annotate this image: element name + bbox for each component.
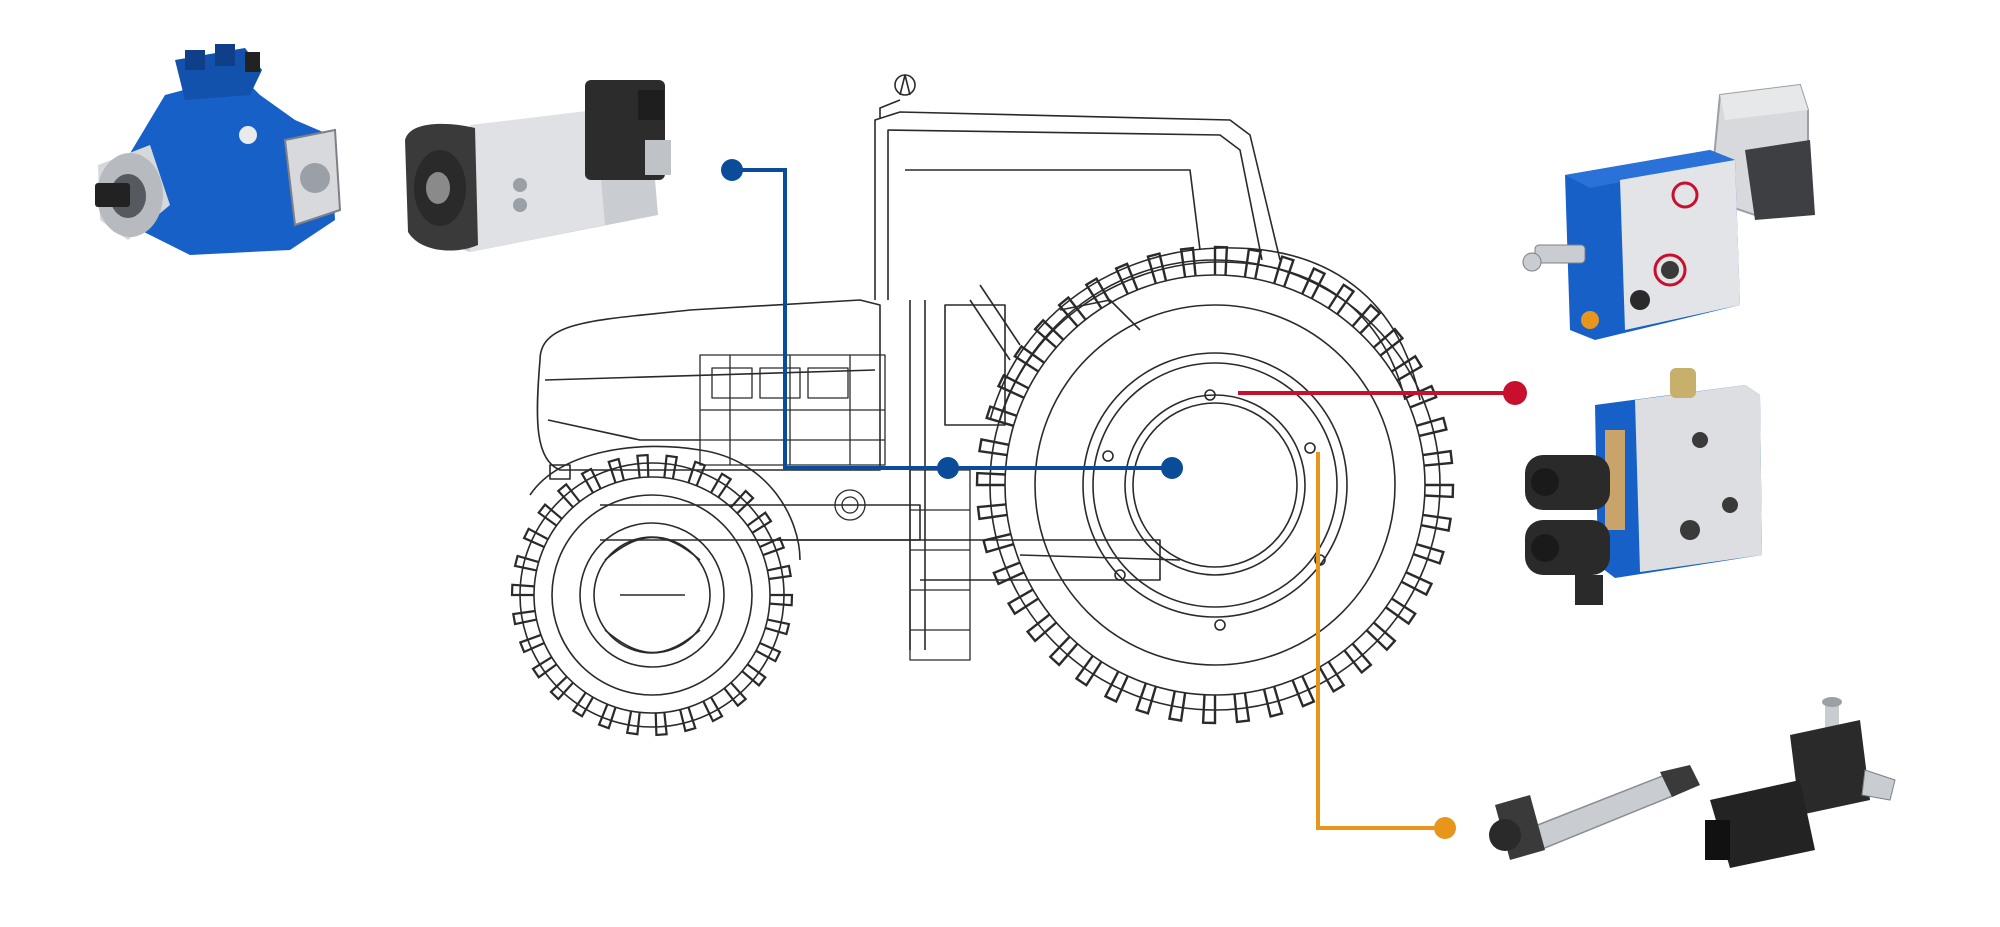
front-wheel xyxy=(510,453,794,737)
gear-pump-icon xyxy=(405,80,671,252)
rear-tire-tread xyxy=(1318,661,1346,694)
front-tire-tread xyxy=(580,467,602,494)
front-tire-tread xyxy=(767,564,792,581)
rear-tire-tread xyxy=(1416,416,1448,438)
rear-tire-tread xyxy=(1412,543,1445,565)
rear-tire-tread xyxy=(1422,449,1454,467)
rear-tire-tread xyxy=(1420,513,1452,533)
front-tire-tread xyxy=(654,712,668,737)
rear-tire-tread xyxy=(1372,327,1405,357)
front-tire-tread xyxy=(513,554,539,572)
front-tire-tread xyxy=(636,453,650,478)
rear-tire-tread xyxy=(1243,248,1263,280)
rear-wheel xyxy=(975,245,1455,725)
rear-tire-tread xyxy=(1351,303,1382,335)
front-tire-tread xyxy=(510,583,535,597)
front-tire-tread xyxy=(518,633,545,654)
rear-tire-tread xyxy=(1291,675,1316,708)
rear-tire-tread xyxy=(1006,588,1039,616)
rear-tire-tread xyxy=(1391,354,1424,382)
rear-tire-tread xyxy=(1343,642,1373,675)
front-tire-tread xyxy=(679,706,697,733)
front-tire-tread xyxy=(759,536,786,557)
front-tire-tread xyxy=(537,503,563,527)
rear-tire-tread xyxy=(1262,686,1284,718)
rear-tire-tread xyxy=(1013,344,1045,373)
rear-tire-tread xyxy=(1135,682,1157,715)
front-tire-tread xyxy=(556,482,581,509)
orange-connector xyxy=(1316,452,1445,830)
orange-connector-dot xyxy=(1434,817,1456,839)
front-tire-tread xyxy=(755,641,782,663)
rear-tire-tread xyxy=(1213,245,1229,276)
rear-tire-tread xyxy=(1114,262,1139,295)
rear-tire-tread xyxy=(1074,655,1103,687)
rear-tire-tread xyxy=(1103,670,1129,704)
rear-tire-tread xyxy=(1201,694,1217,725)
front-tire-tread xyxy=(549,675,574,701)
rear-tire-tread xyxy=(1405,384,1438,409)
rear-tire-tread xyxy=(1167,690,1187,722)
front-tire-tread xyxy=(597,703,617,730)
rear-tire-tread xyxy=(975,471,1006,487)
front-tire-tread xyxy=(769,593,794,607)
axial-piston-pump-icon xyxy=(95,44,342,255)
rear-tire-tread xyxy=(1233,692,1251,724)
rear-tire-tread xyxy=(996,373,1030,399)
front-tire-tread xyxy=(730,489,755,515)
front-tire-tread xyxy=(531,656,558,679)
rear-tire-tread xyxy=(985,405,1018,427)
blue-connector-axle-dot xyxy=(1161,457,1183,479)
speed-sensor-icon xyxy=(1489,765,1700,860)
rear-tire-tread xyxy=(1025,613,1058,643)
solenoid-valve-block-icon xyxy=(1525,368,1762,605)
rear-tire-tread xyxy=(1327,283,1356,315)
blue-connector-engine-dot xyxy=(937,457,959,479)
front-tire-tread xyxy=(687,460,707,487)
rear-tire-tread xyxy=(982,532,1014,554)
front-tire-tread xyxy=(702,696,724,723)
front-tire-tread xyxy=(512,609,537,626)
rear-tire-tread xyxy=(1400,571,1434,597)
front-tire-tread xyxy=(607,457,625,484)
rear-tire-tread xyxy=(1084,276,1112,309)
rear-tire-tread xyxy=(992,561,1025,586)
front-tire-tread xyxy=(571,691,594,718)
rear-tire-tread xyxy=(1365,621,1397,652)
front-tire-tread xyxy=(741,663,767,687)
rear-tire-tread xyxy=(976,503,1008,521)
front-tire-tread xyxy=(765,618,791,636)
rear-tire-tread xyxy=(1057,295,1087,328)
rear-tire-tread xyxy=(1301,266,1327,300)
rear-tire-tread xyxy=(1424,483,1455,499)
rear-tire-tread xyxy=(1033,318,1065,349)
control-valve-block-icon xyxy=(1522,83,1815,340)
front-tire-tread xyxy=(710,472,733,499)
rear-tire-tread xyxy=(1385,597,1417,626)
blue-connector xyxy=(732,168,1172,470)
red-connector-dot xyxy=(1503,381,1527,405)
blue-connector-start-dot xyxy=(721,159,743,181)
rear-tire-tread xyxy=(978,437,1010,457)
rear-tire-tread xyxy=(1179,246,1197,278)
angle-sensor-icon xyxy=(1705,697,1896,868)
front-tire-tread xyxy=(723,681,748,708)
front-tire-tread xyxy=(522,527,549,549)
rear-tire-tread xyxy=(1146,252,1168,284)
front-tire-tread xyxy=(746,511,773,534)
rear-tire-tread xyxy=(1273,255,1295,288)
front-tire-tread xyxy=(663,454,679,480)
rear-tire-tread xyxy=(1048,635,1079,667)
front-tire-tread xyxy=(625,710,641,736)
